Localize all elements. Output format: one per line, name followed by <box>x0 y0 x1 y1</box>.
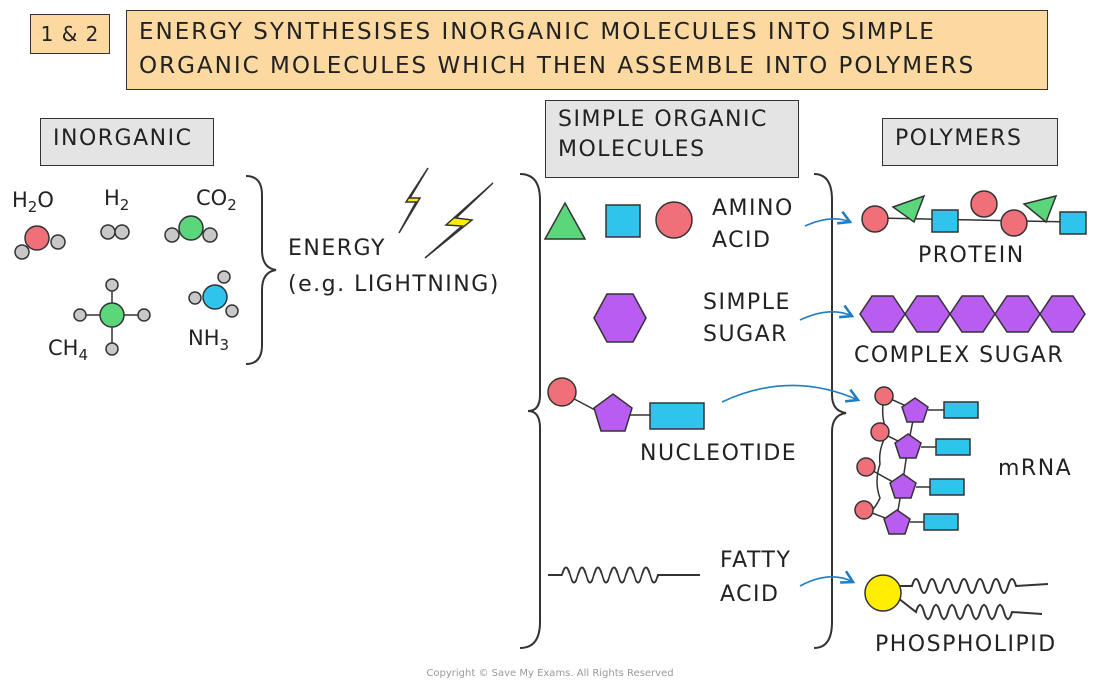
polymers-right-bracket <box>813 173 847 649</box>
title-line-2: ORGANIC MOLECULES WHICH THEN ASSEMBLE IN… <box>139 53 976 79</box>
fatty-acid-label-line-2: ACID <box>720 582 780 607</box>
simple-sugar-label-line-1: SIMPLE <box>703 290 791 315</box>
energy-label: ENERGY <box>288 236 386 261</box>
amino-acid-square-icon <box>605 204 641 238</box>
phospholipid-label: PHOSPHOLIPID <box>875 632 1057 657</box>
methane-formula: CH4 <box>48 336 89 365</box>
sugar-to-complex-sugar-arrow <box>799 304 855 321</box>
mrna-label: mRNA <box>998 456 1073 481</box>
amino-acid-to-protein-arrow <box>804 210 853 227</box>
polymers-heading-label: POLYMERS <box>895 126 1023 151</box>
inorganic-heading: INORGANIC <box>40 118 214 166</box>
simple-organic-left-bracket <box>519 173 541 649</box>
fatty-acid-chain-highlight <box>548 571 700 587</box>
complex-sugar-chain-icon <box>859 295 1086 333</box>
carbon-dioxide-formula: CO2 <box>196 186 237 215</box>
copyright-notice: Copyright © Save My Exams. All Rights Re… <box>426 668 674 679</box>
nucleotide-icon <box>547 377 705 432</box>
fatty-acid-chain-icon <box>548 566 700 584</box>
fatty-acid-to-phospholipid-arrow <box>799 570 856 587</box>
ammonia-molecule-icon <box>188 270 239 318</box>
protein-chain-icon <box>861 190 1087 237</box>
amino-acid-triangle-icon <box>543 201 587 240</box>
carbon-dioxide-molecule-icon <box>164 215 218 243</box>
step-badge: 1 & 2 <box>30 14 110 54</box>
nucleotide-label: NUCLEOTIDE <box>640 441 798 466</box>
water-molecule-icon <box>14 225 66 260</box>
nucleotide-to-mrna-arrow <box>721 384 861 403</box>
methane-molecule-icon <box>73 278 151 356</box>
water-formula: H2O <box>12 188 54 217</box>
phospholipid-icon <box>864 574 1049 620</box>
lightning-bolt-icon <box>398 167 429 234</box>
title-line-1: ENERGY SYNTHESISES INORGANIC MOLECULES I… <box>139 19 936 45</box>
polymers-heading: POLYMERS <box>882 118 1058 166</box>
fatty-acid-label-line-1: FATTY <box>720 548 792 573</box>
lightning-bolt-icon <box>424 182 494 259</box>
mrna-strand-icon <box>854 386 979 535</box>
ammonia-formula: NH3 <box>188 326 230 355</box>
title-banner: ENERGY SYNTHESISES INORGANIC MOLECULES I… <box>126 10 1048 90</box>
complex-sugar-label: COMPLEX SUGAR <box>854 343 1065 368</box>
simple-sugar-hexagon-icon <box>593 293 647 343</box>
protein-label: PROTEIN <box>918 243 1025 268</box>
hydrogen-formula: H2 <box>104 186 130 215</box>
energy-example-label: (e.g. LIGHTNING) <box>288 272 500 297</box>
simple-organic-heading: SIMPLE ORGANIC MOLECULES <box>545 100 799 178</box>
simple-sugar-label-line-2: SUGAR <box>703 322 788 347</box>
amino-acid-circle-icon <box>655 201 693 239</box>
amino-acid-label-line-2: ACID <box>712 228 772 253</box>
amino-acid-label-line-1: AMINO <box>712 196 794 221</box>
inorganic-brace <box>245 175 277 365</box>
simple-organic-heading-line-2: MOLECULES <box>558 137 706 162</box>
hydrogen-molecule-icon <box>100 224 130 240</box>
simple-organic-heading-line-1: SIMPLE ORGANIC <box>558 107 768 132</box>
inorganic-heading-label: INORGANIC <box>53 126 193 151</box>
step-badge-label: 1 & 2 <box>40 22 100 46</box>
